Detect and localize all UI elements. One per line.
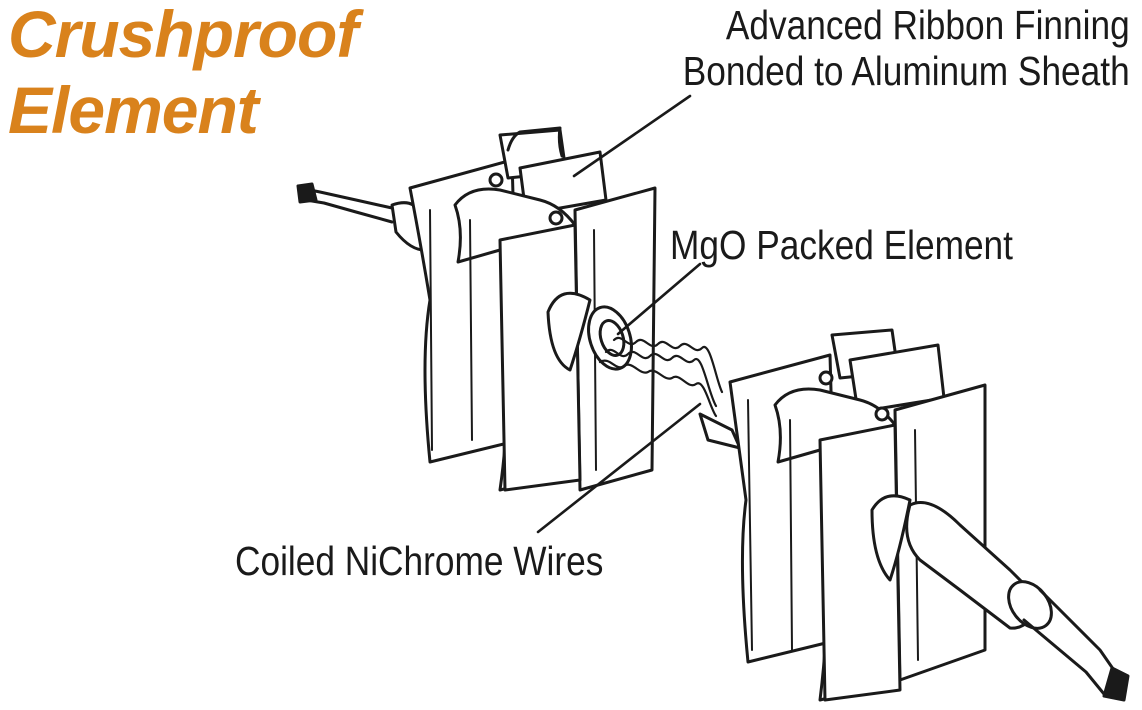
- left-lead-wire: [296, 182, 430, 252]
- diagram-title: Crushproof Element: [8, 0, 358, 148]
- callout-ribbon-finning: Advanced Ribbon Finning Bonded to Alumin…: [683, 2, 1130, 94]
- callout-coiled-nichrome-wires: Coiled NiChrome Wires: [235, 538, 604, 584]
- callout-finning-line-1: Advanced Ribbon Finning: [726, 2, 1130, 48]
- leader-line-finning: [572, 94, 692, 178]
- title-line-2: Element: [8, 73, 259, 147]
- right-sheath-and-lead: [905, 501, 1130, 702]
- leader-line-mgo: [616, 262, 702, 336]
- title-line-1: Crushproof: [8, 0, 358, 71]
- callout-finning-line-2: Bonded to Aluminum Sheath: [683, 48, 1130, 94]
- coiled-nichrome-wire: [598, 336, 742, 450]
- leader-lines: [536, 94, 702, 534]
- callout-mgo-packed-element: MgO Packed Element: [670, 222, 1013, 268]
- leader-line-nichrome: [536, 402, 702, 534]
- left-fin-assembly: [408, 126, 657, 492]
